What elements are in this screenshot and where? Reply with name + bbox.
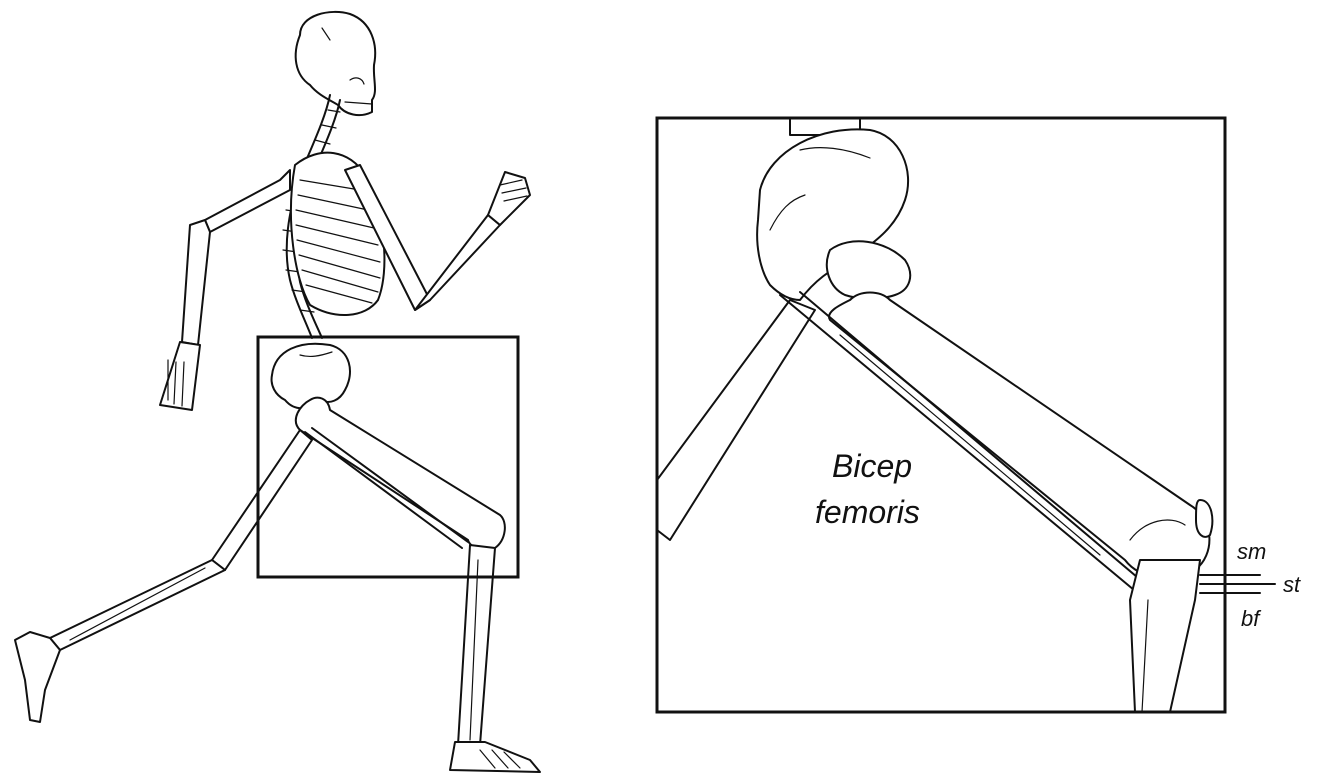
tendon-label-bf: bf [1241, 607, 1259, 631]
tendon-pointers [1200, 575, 1275, 593]
patella [1196, 500, 1212, 537]
front-lower-leg [450, 545, 540, 772]
tibia [1130, 560, 1200, 712]
tendon-label-sm: sm [1237, 540, 1266, 564]
muscle-label-line1: Bicep [832, 448, 912, 484]
ribcage [291, 153, 384, 315]
running-skeleton [15, 12, 540, 772]
magnified-inset [657, 118, 1275, 712]
muscle-label-line2: femoris [815, 494, 920, 530]
back-arm [160, 170, 290, 410]
other-femur [657, 300, 815, 540]
skull [296, 12, 375, 115]
femur-head [827, 241, 910, 298]
magnified-femur [829, 293, 1209, 579]
tendon-label-st: st [1283, 573, 1300, 597]
femur [296, 398, 505, 550]
